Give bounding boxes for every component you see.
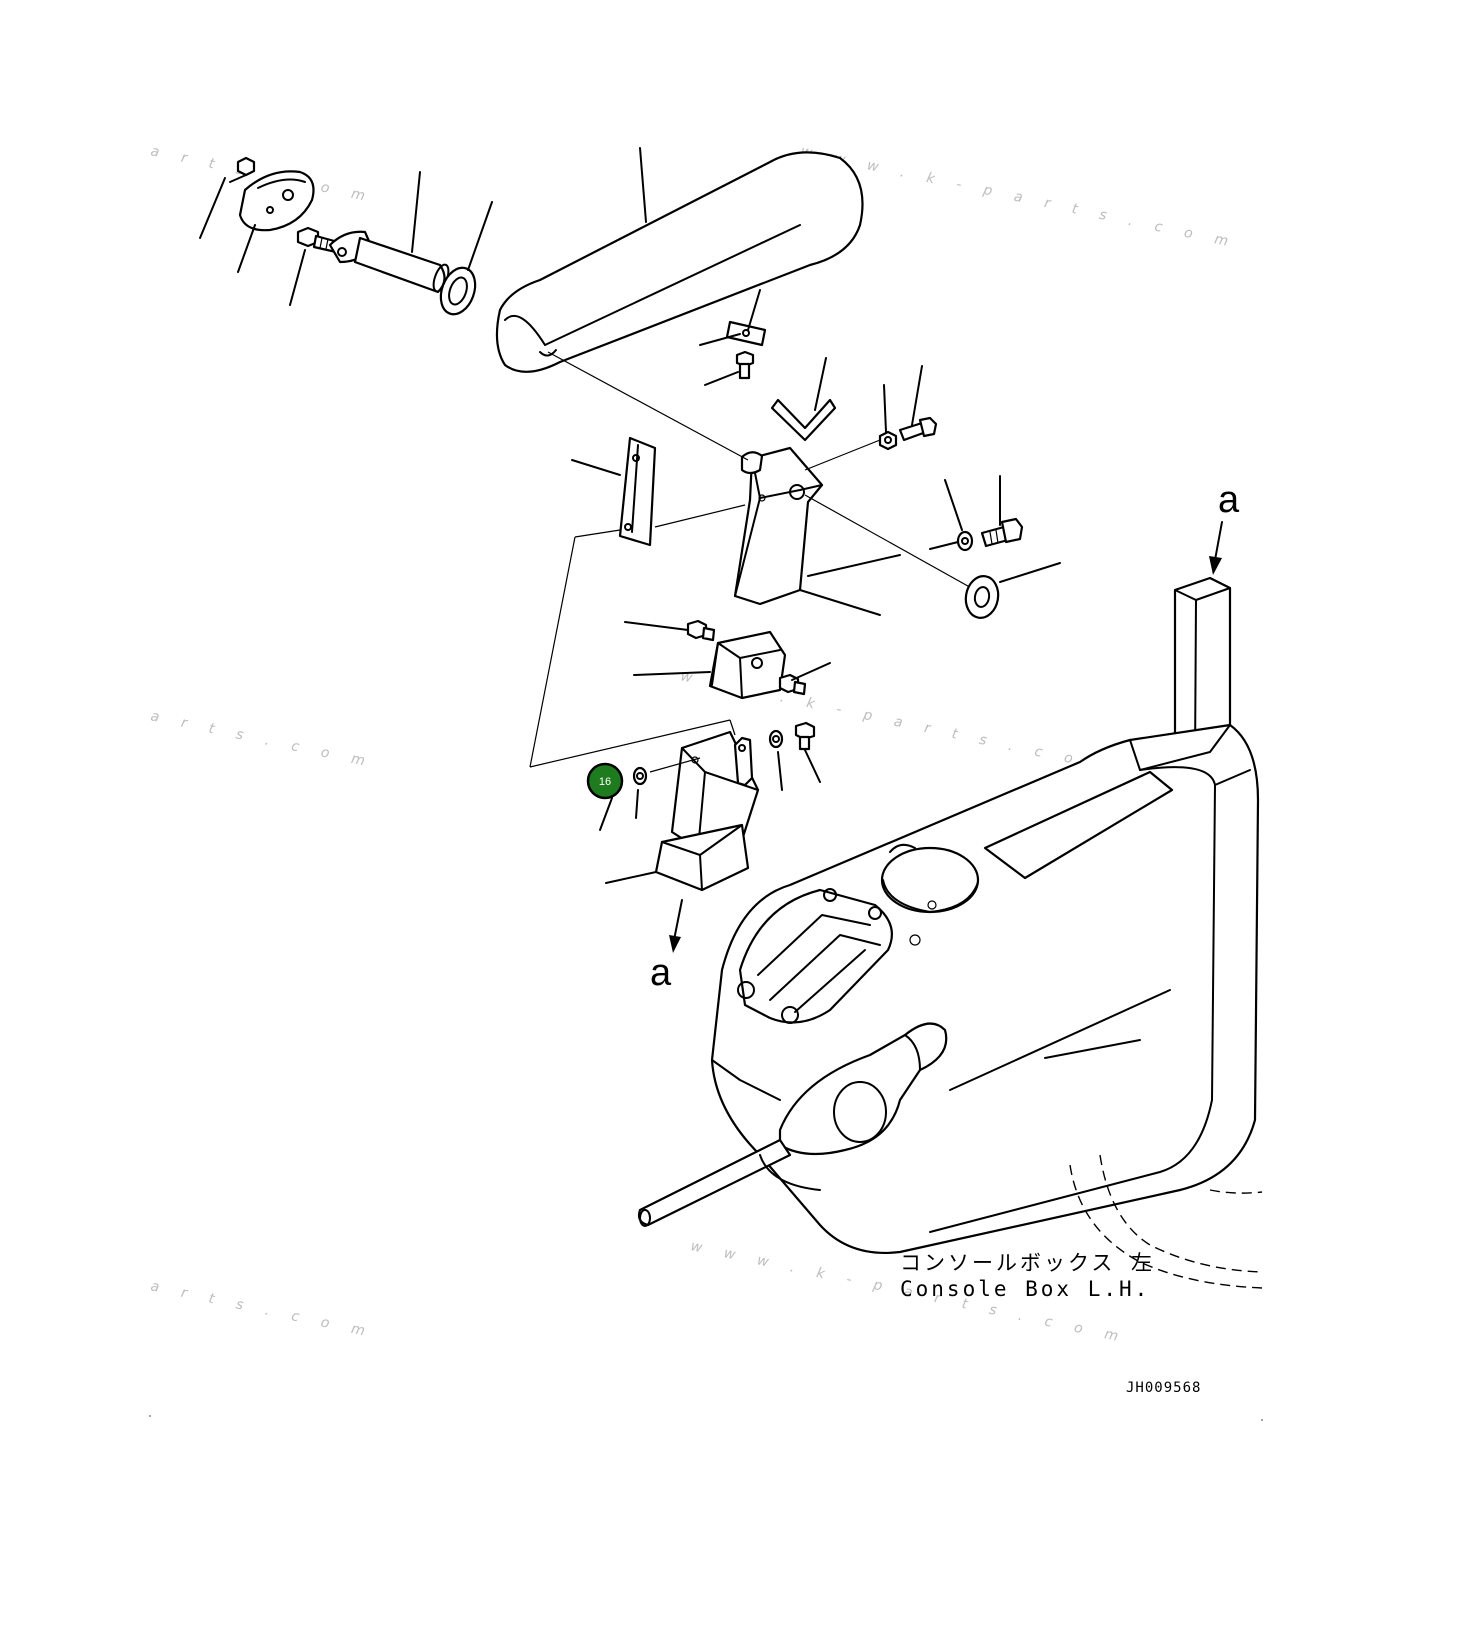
screw xyxy=(704,350,755,386)
callout-number: 16 xyxy=(599,776,611,788)
console-box xyxy=(637,576,1263,1289)
bolt xyxy=(778,662,831,696)
bolt xyxy=(980,475,1024,548)
washer xyxy=(929,479,974,552)
plate xyxy=(699,289,767,347)
washer xyxy=(768,729,784,791)
bolt xyxy=(289,226,340,306)
corner-mark xyxy=(1261,1419,1263,1421)
washer xyxy=(632,766,648,819)
washer xyxy=(439,201,493,316)
bolt xyxy=(624,619,716,642)
view-arrow-bottom: a xyxy=(650,899,683,994)
support-post xyxy=(547,351,976,616)
cover-plate xyxy=(199,156,315,273)
bolt xyxy=(794,721,821,783)
pin xyxy=(328,171,450,294)
armrest xyxy=(495,147,864,373)
watermark: a r t s . c o m xyxy=(149,1278,375,1341)
drawing-code: JH009568 xyxy=(1126,1380,1201,1396)
side-plate xyxy=(571,436,746,547)
watermark: a r t s . c o m xyxy=(149,708,375,771)
view-arrow-top: a xyxy=(1209,479,1240,575)
clip xyxy=(770,357,837,442)
view-label: a xyxy=(650,952,672,994)
bracket xyxy=(633,630,787,700)
cover-assembly xyxy=(529,529,760,892)
view-label: a xyxy=(1218,479,1240,521)
caption-japanese: コンソールボックス 左 xyxy=(900,1251,1155,1275)
bolt xyxy=(898,365,938,442)
nut xyxy=(878,384,898,451)
caption-english: Console Box L.H. xyxy=(900,1277,1150,1301)
callout-16[interactable]: 16 xyxy=(586,762,624,831)
washer xyxy=(964,562,1061,619)
watermark: w w w . k - p a r t s . c o m xyxy=(799,143,1238,251)
corner-mark xyxy=(149,1415,151,1417)
